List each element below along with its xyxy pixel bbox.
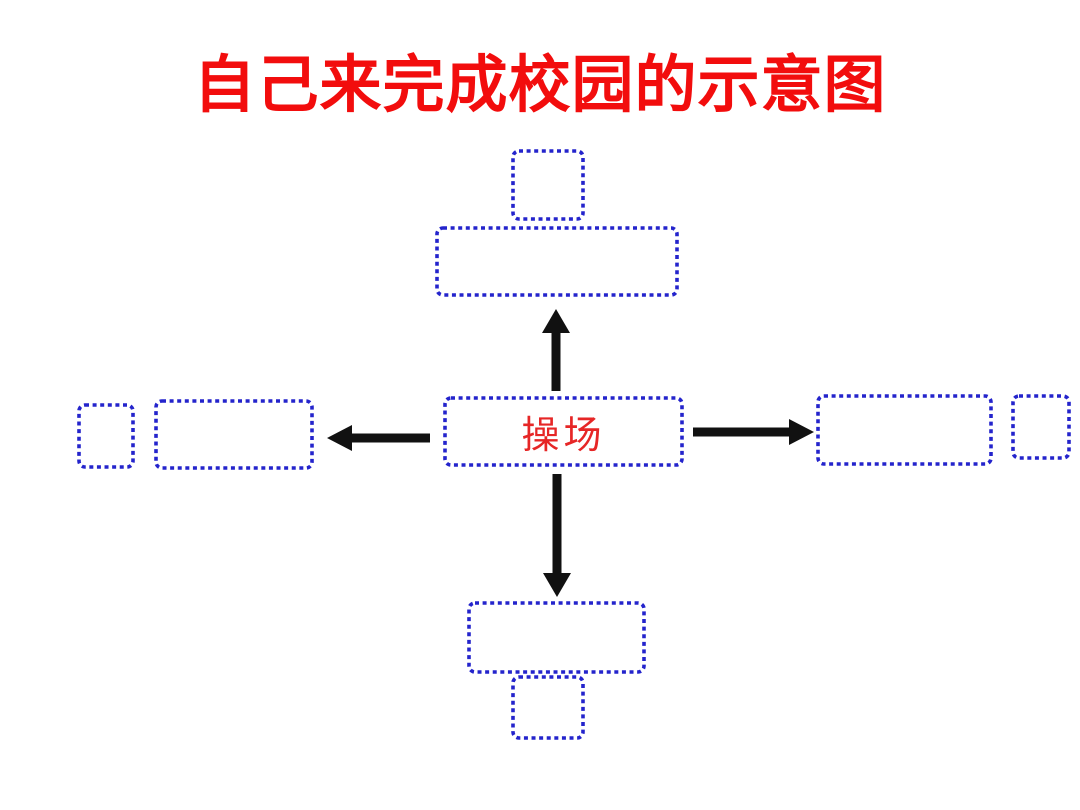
bottom-small-box[interactable] xyxy=(511,675,585,740)
left-wide-box[interactable] xyxy=(154,399,314,470)
page-title: 自己来完成校园的示意图 xyxy=(193,51,887,120)
arrow-right-icon xyxy=(693,419,814,445)
right-small-box[interactable] xyxy=(1011,394,1071,460)
center-box[interactable] xyxy=(443,396,684,467)
arrow-up-icon xyxy=(542,309,570,391)
right-wide-box[interactable] xyxy=(816,394,993,466)
arrow-down-icon xyxy=(543,474,571,597)
top-small-box[interactable] xyxy=(511,149,585,221)
arrow-left-icon xyxy=(327,425,430,451)
top-wide-box[interactable] xyxy=(435,226,679,297)
left-small-box[interactable] xyxy=(77,403,135,469)
bottom-wide-box[interactable] xyxy=(467,601,646,674)
